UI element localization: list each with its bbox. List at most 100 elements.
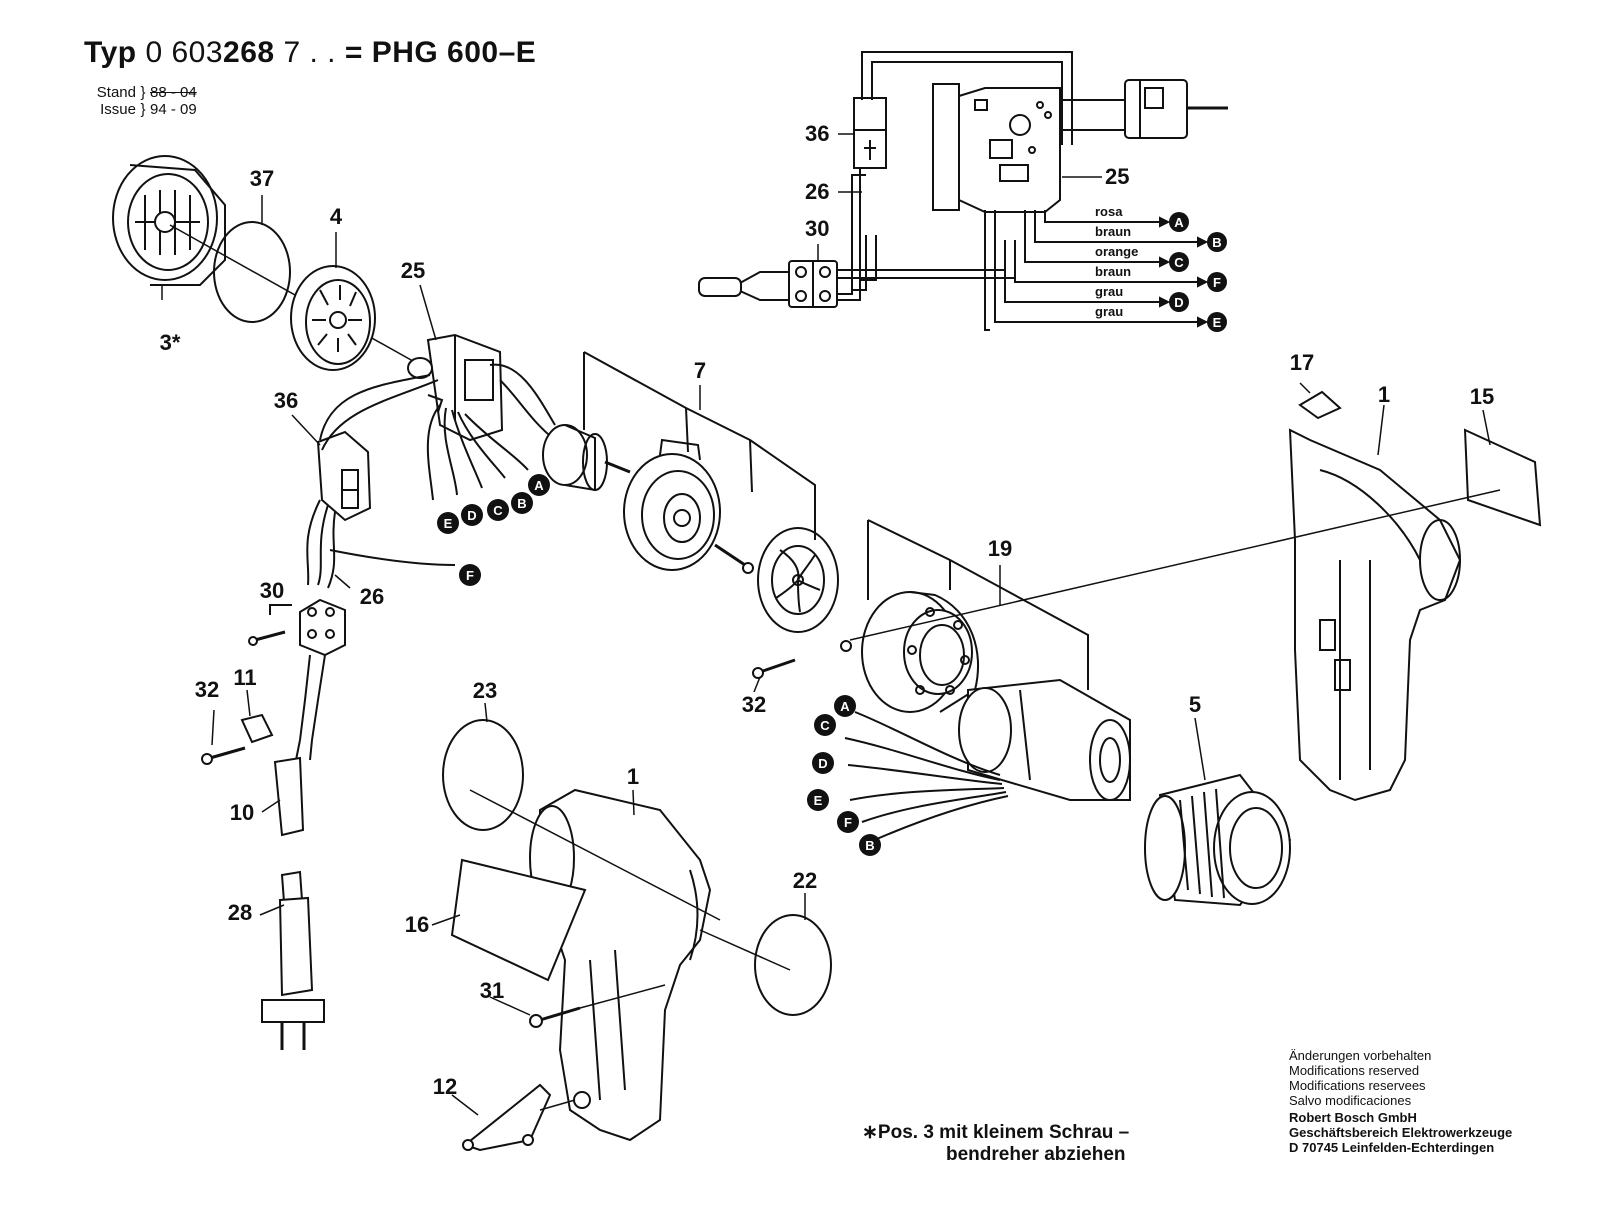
footnote: ∗Pos. 3 mit kleinem Schrau – bendreher a… [862, 1122, 1129, 1166]
part-11-cable-clamp [240, 713, 274, 744]
label-part-11: 11 [233, 665, 256, 690]
svg-text:E: E [1213, 315, 1222, 330]
part-1-housing-right [1288, 428, 1462, 802]
revision-block: Stand}88 - 04 Issue}94 - 09 [86, 84, 197, 118]
svg-text:C: C [1174, 255, 1184, 270]
wiring-terminals: A B C F D E [1169, 212, 1227, 332]
switch-terminal-A: A [528, 474, 550, 496]
screw-30 [254, 630, 286, 642]
wiring-label-30: 30 [805, 216, 829, 241]
equals-sign: = [344, 36, 363, 69]
notice-line-fr: Modifications reservees [1289, 1078, 1426, 1093]
screw-housing [714, 543, 746, 567]
switch-terminal-B: B [511, 492, 533, 514]
switch-terminal-C: C [487, 499, 509, 521]
terminal-E-marker: E [1207, 312, 1227, 332]
notice-line-de: Änderungen vorbehalten [1289, 1048, 1432, 1063]
svg-text:F: F [844, 815, 852, 830]
label-part-36: 36 [274, 388, 298, 413]
model-suffix: E [515, 36, 537, 69]
heater-terminal-D: D [812, 752, 834, 774]
label-part-15: 15 [1470, 384, 1494, 409]
footnote-line-1: ∗Pos. 3 mit kleinem Schrau – [862, 1122, 1130, 1143]
svg-text:A: A [840, 699, 850, 714]
part-5-nozzle [1144, 773, 1292, 907]
label-part-23: 23 [473, 678, 497, 703]
part-23-ring [442, 719, 524, 831]
wiring-label-36: 36 [805, 121, 829, 146]
svg-text:D: D [1174, 295, 1183, 310]
terminal-B-marker: B [1207, 232, 1227, 252]
label-part-30: 30 [260, 578, 284, 603]
part-7-blower-housing [623, 438, 721, 571]
part-15-label [1463, 428, 1542, 527]
svg-text:A: A [534, 478, 544, 493]
wire-label-braun-1: braun [1095, 224, 1131, 239]
stand-label: Stand [96, 84, 136, 101]
switch-bundle-terminals: A B C D E F [437, 474, 550, 586]
label-part-37: 37 [250, 166, 274, 191]
heater-terminal-A: A [834, 695, 856, 717]
label-part-1-right: 1 [1378, 382, 1390, 407]
svg-text:D: D [467, 508, 476, 523]
svg-text:B: B [517, 496, 526, 511]
part-number-main: 268 [223, 36, 275, 69]
heater-terminal-C: C [814, 714, 836, 736]
heater-lead-terminals: A C D E F B [807, 695, 881, 856]
label-part-32-left: 32 [195, 677, 219, 702]
part-19-heater-support [861, 591, 979, 713]
switch-terminal-F: F [459, 564, 481, 586]
modification-notice: Änderungen vorbehalten Modifications res… [1289, 1048, 1512, 1155]
typ-label: Typ [84, 36, 137, 69]
label-part-7: 7 [694, 358, 706, 383]
wiring-label-25: 25 [1105, 164, 1129, 189]
model-name: PHG 600 [371, 36, 499, 69]
label-part-16: 16 [405, 912, 429, 937]
footnote-line-2: bendreher abziehen [946, 1144, 1126, 1165]
company-address: D 70745 Leinfelden-Echterdingen [1289, 1140, 1495, 1155]
terminal-D-marker: D [1169, 292, 1189, 312]
label-part-12: 12 [433, 1074, 457, 1099]
switch-terminal-E: E [437, 512, 459, 534]
part-30-terminal-block [299, 598, 346, 657]
switch-terminal-D: D [461, 504, 483, 526]
wiring-schematic [698, 51, 1228, 331]
terminal-C-marker: C [1169, 252, 1189, 272]
label-part-3: 3* [160, 330, 181, 355]
label-part-32-right: 32 [742, 692, 766, 717]
wire-label-orange: orange [1095, 244, 1138, 259]
svg-text:B: B [1212, 235, 1221, 250]
label-part-28: 28 [228, 900, 252, 925]
part-36-switch [316, 430, 372, 522]
part-28-power-plug [261, 870, 325, 1050]
part-17-plate [1298, 390, 1342, 420]
wire-label-braun-2: braun [1095, 264, 1131, 279]
wiring-part-numbers: 36 26 30 25 [805, 121, 1129, 241]
svg-text:E: E [444, 516, 453, 531]
label-part-17: 17 [1290, 350, 1314, 375]
part-19-heating-element [958, 678, 1131, 801]
part-number-labels: 37 4 3* 25 36 7 17 1 15 30 26 19 32 11 3… [160, 166, 1495, 1099]
svg-text:A: A [1174, 215, 1184, 230]
part-12-wire-bracket [462, 1083, 552, 1152]
label-part-31: 31 [480, 978, 504, 1003]
screw-31 [539, 1006, 581, 1022]
company-name: Robert Bosch GmbH [1289, 1110, 1417, 1125]
part-number-suffix: 7 . . [283, 36, 336, 69]
part-25-electronics-module [407, 333, 504, 442]
screw-32-right [759, 658, 796, 674]
svg-text:E: E [814, 793, 823, 808]
issue-label: Issue [100, 101, 136, 118]
wire-label-grau-2: grau [1095, 304, 1123, 319]
company-division: Geschäftsbereich Elektrowerkzeuge [1289, 1125, 1513, 1140]
part-3-rear-cap [112, 155, 226, 286]
label-part-26: 26 [360, 584, 384, 609]
wire-color-labels: rosa braun orange braun grau grau [1095, 204, 1138, 319]
part-4-fan-disc [290, 265, 376, 371]
part-10-grommet [273, 756, 305, 837]
label-part-22: 22 [793, 868, 817, 893]
screw-32-left [209, 746, 246, 760]
notice-line-es: Salvo modificaciones [1289, 1093, 1412, 1108]
electronics-board-25-schematic [932, 83, 960, 211]
